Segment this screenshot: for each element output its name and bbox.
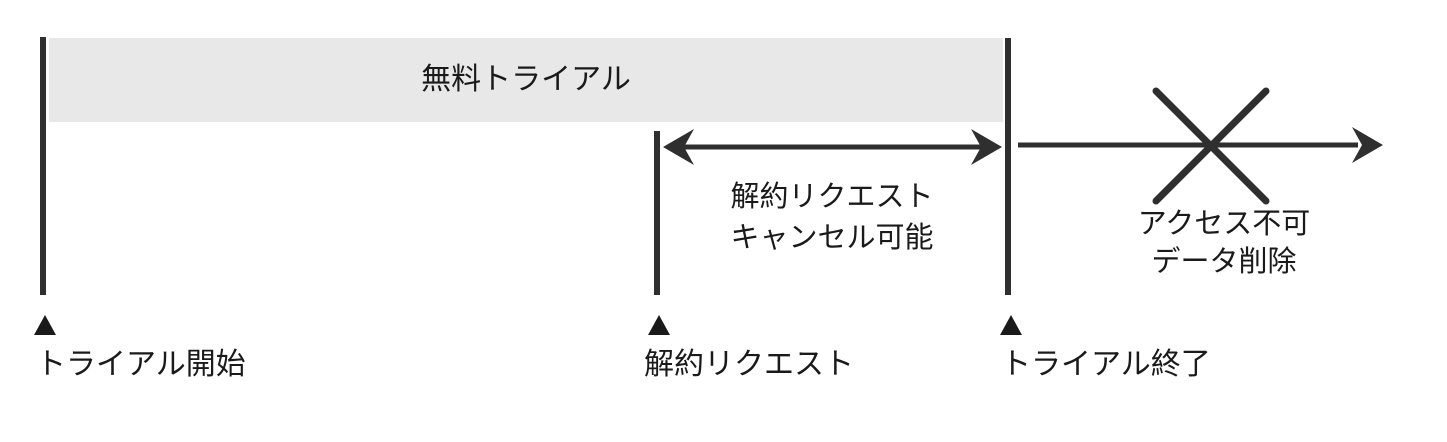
- milestone-marker-trial-start: [34, 315, 56, 335]
- arrowhead-right-icon: [1352, 127, 1383, 163]
- no-access-cross-icon: [1152, 87, 1270, 205]
- free-trial-bar: [49, 38, 1003, 122]
- cancel-window-arrow: [663, 129, 1002, 165]
- post-trial-label: アクセス不可 データ削除: [1074, 205, 1374, 281]
- cross-stroke-up: [1152, 87, 1270, 205]
- post-trial-arrow: [1018, 127, 1383, 163]
- post-trial-label-line1: アクセス不可: [1137, 208, 1311, 240]
- milestone-marker-cancel-request: [648, 315, 670, 335]
- milestone-label-trial-start: トライアル開始: [36, 348, 246, 381]
- arrowhead-left-icon: [663, 129, 694, 165]
- milestone-label-cancel-request: 解約リクエスト: [644, 348, 854, 381]
- post-trial-label-line2: データ削除: [1151, 246, 1297, 278]
- cancel-window-label-line2: キャンセル可能: [730, 222, 934, 254]
- milestone-marker-trial-end: [1000, 315, 1022, 335]
- free-trial-bar-label: 無料トライアル: [421, 63, 631, 96]
- cancel-window-label: 解約リクエスト キャンセル可能: [682, 177, 982, 259]
- arrowhead-right-icon: [971, 129, 1002, 165]
- cancel-window-label-line1: 解約リクエスト: [730, 181, 934, 213]
- milestone-label-trial-end: トライアル終了: [1001, 348, 1211, 381]
